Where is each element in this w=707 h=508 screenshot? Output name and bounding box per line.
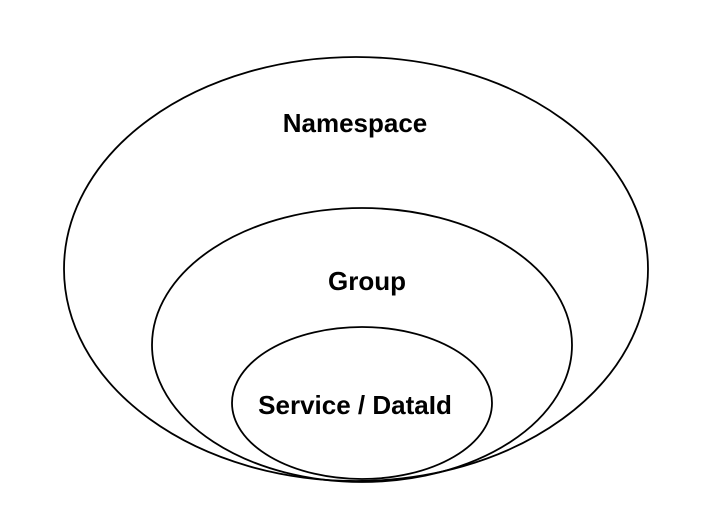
group-ellipse bbox=[151, 207, 573, 483]
service-dataid-label: Service / DataId bbox=[258, 390, 452, 420]
group-label: Group bbox=[328, 266, 406, 296]
service-dataid-ellipse bbox=[231, 326, 493, 480]
namespace-ellipse bbox=[63, 56, 649, 482]
namespace-label: Namespace bbox=[283, 108, 428, 138]
